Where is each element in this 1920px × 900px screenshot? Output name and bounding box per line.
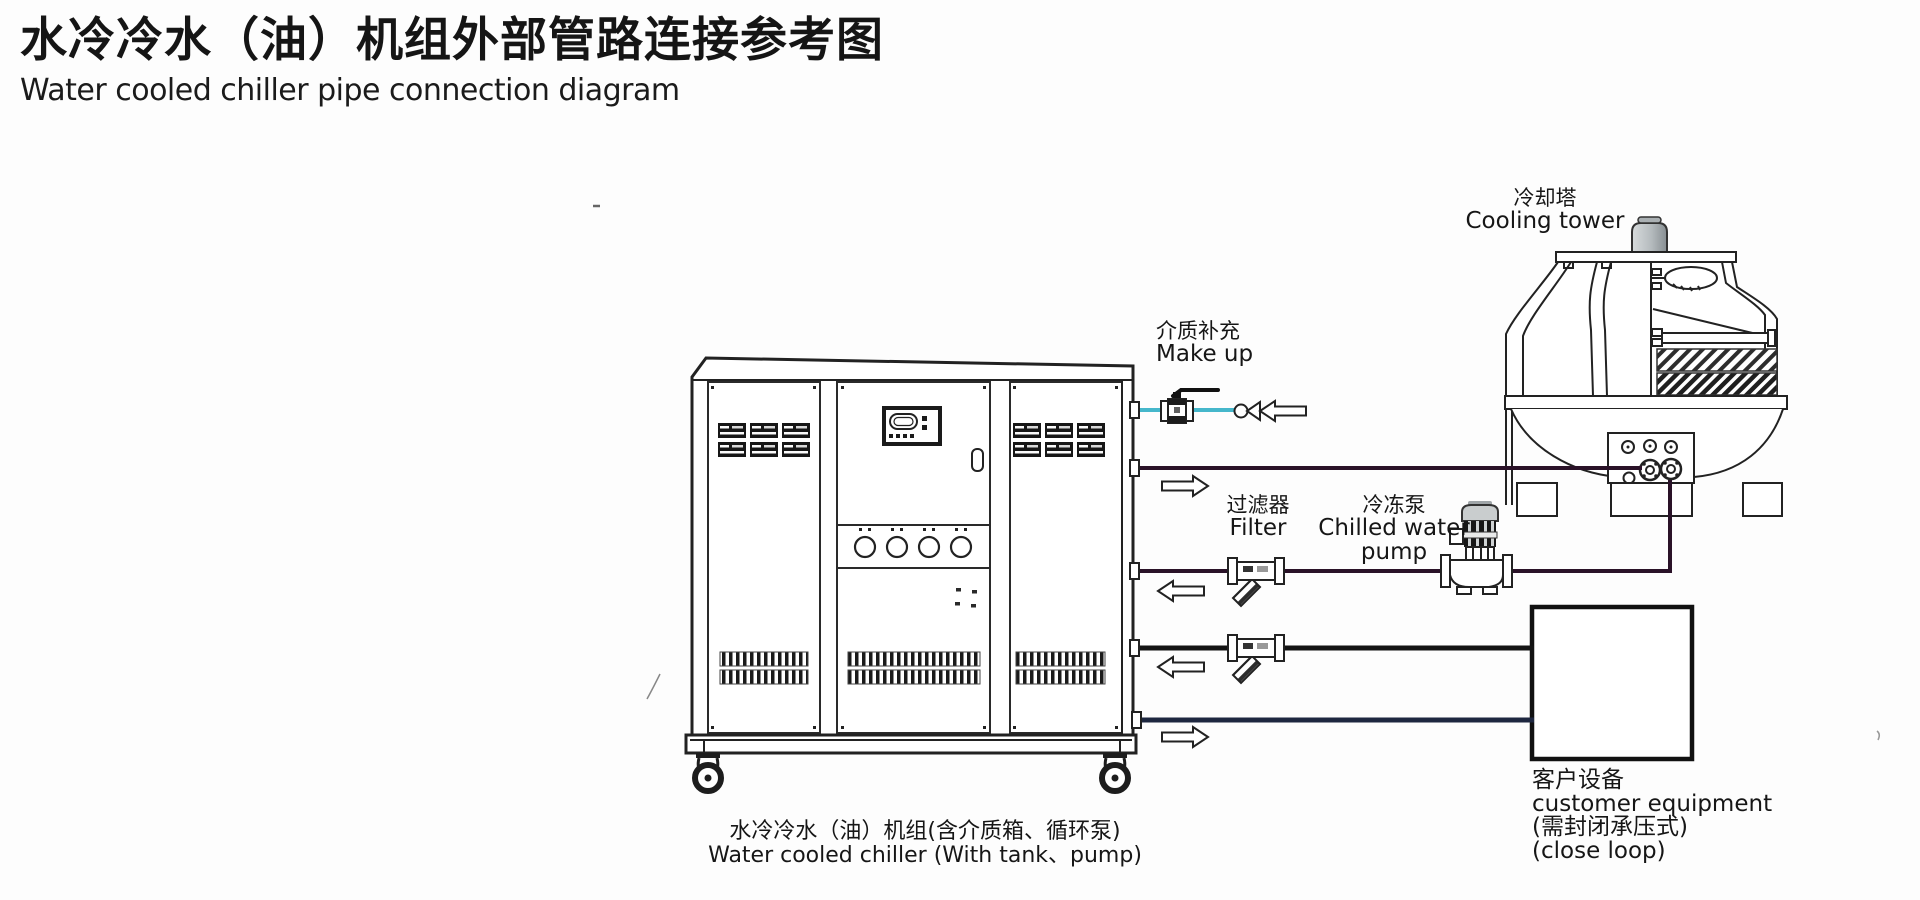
screw-dots: [711, 386, 1118, 729]
caster-wheel-icon: [695, 753, 721, 791]
label-chilled-water-pump: 冷冻泵 Chilled water pump: [1318, 493, 1470, 565]
chiller-label-zh: 水冷冷水（油）机组(含介质箱、循环泵): [729, 819, 1121, 844]
pipes: [1129, 401, 1672, 729]
customer-equipment-box: [1529, 604, 1695, 762]
header: 水冷冷水（油）机组外部管路连接参考图 Water cooled chiller …: [20, 10, 884, 108]
customer-label-en: customer equipment: [1532, 790, 1773, 817]
makeup-inlet-funnel-icon: [1233, 400, 1261, 422]
y-strainer-icon: [1227, 634, 1285, 684]
chiller-label-en: Water cooled chiller (With tank、pump): [708, 843, 1142, 868]
fan-motor-icon: [1631, 222, 1668, 256]
make-up-label-zh: 介质补充: [1156, 319, 1240, 343]
cooling-tower: [1504, 216, 1788, 517]
filter-label-zh: 过滤器: [1226, 493, 1290, 517]
label-filter: 过滤器 Filter: [1212, 493, 1304, 541]
customer-label-zh: 客户设备: [1532, 767, 1624, 793]
inline-pump-icon: [1440, 501, 1513, 595]
tower-return-pipe: [1136, 480, 1672, 573]
chiller-cabinet: [684, 356, 1138, 791]
make-up-label-en: Make up: [1156, 340, 1254, 367]
flow-arrow-left-icon: [1157, 656, 1205, 678]
page-title: 水冷冷水（油）机组外部管路连接参考图: [20, 13, 884, 68]
pump-label-en1: Chilled water: [1318, 514, 1470, 541]
page-subtitle: Water cooled chiller pipe connection dia…: [20, 73, 680, 109]
tower-inlet-port-icon: [1638, 458, 1662, 482]
ball-valve-icon: [1160, 388, 1220, 424]
label-customer-equipment: 客户设备 customer equipment (需封闭承压式) (close …: [1532, 767, 1792, 864]
label-chiller-unit: 水冷冷水（油）机组(含介质箱、循环泵) Water cooled chiller…: [700, 820, 1150, 868]
customer-label-note-en: (close loop): [1532, 837, 1666, 864]
lower-door-marks: [955, 588, 977, 608]
fill-media-band: [1656, 348, 1778, 372]
filter-label-en: Filter: [1229, 514, 1287, 541]
cooling-tower-label-zh: 冷却塔: [1513, 186, 1577, 210]
pump-label-zh: 冷冻泵: [1362, 493, 1426, 517]
customer-label-note-zh: (需封闭承压式): [1532, 814, 1688, 840]
fill-media-band: [1656, 372, 1778, 396]
control-panel: [882, 406, 942, 446]
label-cooling-tower: 冷却塔 Cooling tower: [1455, 186, 1635, 234]
cooling-tower-label-en: Cooling tower: [1465, 207, 1625, 234]
caster-wheel-icon: [1102, 753, 1128, 791]
door-handle: [971, 448, 984, 472]
gauge-band: [853, 528, 973, 559]
flow-arrow-left-icon: [1157, 580, 1205, 602]
scan-artifacts: [593, 204, 1881, 741]
flow-arrow-left-icon: [1259, 400, 1307, 422]
spray-system: [1651, 266, 1776, 347]
flow-arrow-right-icon: [1161, 475, 1209, 497]
base-frame: [684, 733, 1138, 755]
vent-strips: [719, 651, 1106, 685]
label-make-up: 介质补充 Make up: [1156, 319, 1306, 367]
flow-arrow-right-icon: [1161, 726, 1209, 748]
y-strainer-icon: [1227, 557, 1285, 607]
tower-outlet-port-icon: [1659, 457, 1683, 481]
pump-label-en2: pump: [1360, 538, 1428, 565]
